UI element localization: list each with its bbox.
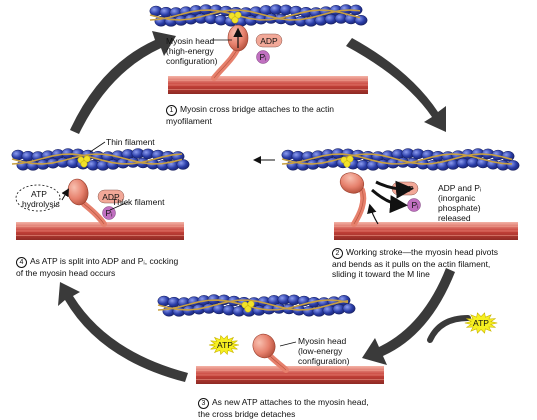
adp-release-arrow xyxy=(375,180,414,199)
pi-release-arrow xyxy=(371,188,408,214)
thick-filament-step2 xyxy=(334,222,518,240)
leader-lines xyxy=(89,39,297,347)
myosin-head-high-energy-label: Myosin head (high-energy configuration) xyxy=(166,36,218,66)
actin-bead xyxy=(342,303,356,314)
cycle-arrow-1-to-2 xyxy=(346,38,446,132)
atp-hydrolysis-bubble xyxy=(15,184,61,212)
hydrolysis-arrow xyxy=(61,188,70,201)
adp-chip-step1-text: ADP xyxy=(260,36,278,46)
troponin-lobe xyxy=(231,16,239,24)
tropomyosin-strand xyxy=(149,9,361,21)
myosin-head-low-energy-label: Myosin head (low-energy configuration) xyxy=(298,336,350,366)
atp-entry-arrow xyxy=(427,315,471,343)
pi-chip-step1 xyxy=(256,50,270,64)
pi-chip-step4-text: Pᵢ xyxy=(105,208,113,218)
adp-chip-step4-text: ADP xyxy=(102,192,120,202)
myosin-head-globe xyxy=(339,172,365,194)
myosin-neck-outline xyxy=(83,203,105,225)
atp-burst-incoming-text: ATP xyxy=(473,318,489,328)
adp-pi-released-label: ADP and Pᵢ (inorganic phosphate) release… xyxy=(438,183,482,223)
tropomyosin-strand xyxy=(157,299,349,311)
tropomyosin-strand xyxy=(281,153,513,165)
troponin-lobe xyxy=(346,155,354,163)
troponin-lobe xyxy=(234,11,242,19)
troponin xyxy=(241,300,255,313)
troponin-lobe xyxy=(244,305,252,313)
cycle-arrows xyxy=(58,31,455,382)
thin-filament-step2 xyxy=(281,148,520,171)
cycle-arrow-4-to-1 xyxy=(70,31,176,134)
thin-filament-label: Thin filament xyxy=(106,137,155,147)
tropomyosin-strand xyxy=(157,299,349,311)
thin-filament-step4 xyxy=(11,148,190,171)
thick-filament-step4 xyxy=(16,222,184,240)
thick-filament-step1 xyxy=(168,76,368,94)
myosin-head-step1 xyxy=(211,24,249,81)
myosin-neck-outline xyxy=(353,189,364,225)
troponin xyxy=(340,155,354,168)
cycle-arrow-2-to-3 xyxy=(362,268,455,365)
actin-bead xyxy=(506,160,520,171)
thick-filament-label: Thick filament xyxy=(112,197,165,207)
myosin-neck-outline xyxy=(269,355,287,371)
tropomyosin-strand xyxy=(149,9,361,21)
troponin xyxy=(228,11,242,24)
troponin xyxy=(77,155,91,168)
molecular-artwork xyxy=(11,4,520,384)
troponin-lobe xyxy=(80,160,88,168)
myosin-head-step2 xyxy=(339,172,367,227)
cycle-arrow-3-to-4 xyxy=(58,282,188,382)
troponin-lobe xyxy=(247,300,255,308)
troponin-lobe xyxy=(343,160,351,168)
thin-filament-step1 xyxy=(149,4,368,27)
myosin-head-step3 xyxy=(252,333,289,373)
pi-chip-step1-text: Pᵢ xyxy=(259,52,267,62)
adp-chip-step1 xyxy=(255,33,283,48)
myosin-neck xyxy=(81,201,107,227)
actin-bead xyxy=(501,150,515,162)
pi-chip-step4 xyxy=(102,206,116,220)
tropomyosin-strand xyxy=(11,153,183,165)
adp-chip-step2-text: ADP xyxy=(396,184,414,194)
tropomyosin-strand xyxy=(281,153,513,165)
actin-bead xyxy=(176,159,190,170)
tropomyosin-strand xyxy=(11,153,183,165)
atp-burst-incoming xyxy=(464,312,498,334)
atp-hydrolysis-label: ATP hydrolysis xyxy=(22,189,60,209)
pivot-arrow xyxy=(367,203,379,225)
atp-burst-step3 xyxy=(208,334,240,356)
thick-filament-step3 xyxy=(196,366,384,384)
troponin-lobe xyxy=(83,155,91,163)
pi-chip-step2-text: Pᵢ xyxy=(411,200,419,210)
atp-burst-step3-text: ATP xyxy=(217,340,233,350)
thin-filament-step3 xyxy=(157,294,356,317)
myosin-head-globe xyxy=(252,333,276,359)
adp-chip-step4 xyxy=(97,189,125,204)
